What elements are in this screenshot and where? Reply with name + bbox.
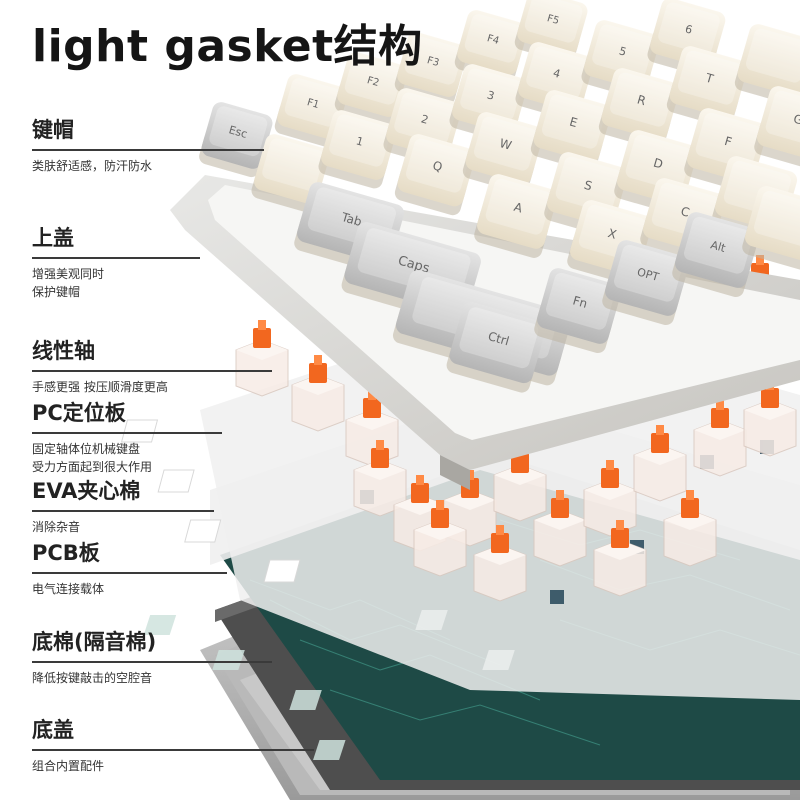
layer-label-top-cover: 上盖 增强美观同时 保护键帽 <box>32 222 332 301</box>
switch <box>353 440 407 517</box>
layer-label-bottom-foam: 底棉(隔音棉) 降低按键敲击的空腔音 <box>32 626 332 687</box>
keycap-legend: Alt <box>709 238 728 255</box>
layer-desc: 固定轴体位机械键盘 <box>32 441 141 456</box>
switch <box>693 400 747 477</box>
leader-line <box>32 510 214 512</box>
keycap-legend: W <box>498 136 513 153</box>
keycap: Alt <box>672 212 760 298</box>
layer-label-eva-foam: EVA夹心棉 消除杂音 <box>32 475 332 536</box>
leader-line <box>32 661 272 663</box>
layer-name: 键帽 <box>32 118 74 142</box>
layer-desc: 手感更强 按压顺滑度更高 <box>32 379 168 394</box>
keycap-legend: C <box>679 204 691 220</box>
keycap-legend: 2 <box>420 112 430 126</box>
layer-desc: 电气连接载体 <box>32 581 105 596</box>
keycap-legend: Ctrl <box>486 329 510 348</box>
keycap-legend: 1 <box>355 134 365 148</box>
keycap-legend: F1 <box>306 97 321 111</box>
switch <box>743 380 797 457</box>
switch <box>593 520 647 597</box>
keycap-legend: F2 <box>366 75 381 89</box>
layer-desc: 类肤舒适感，防汗防水 <box>32 158 153 173</box>
keycap: A <box>474 174 558 258</box>
keycap: F3 <box>394 32 468 105</box>
keycap <box>742 186 800 272</box>
keycap-legend: R <box>636 92 648 108</box>
switch <box>291 355 345 432</box>
keycap-legend: G <box>792 112 800 128</box>
leader-line <box>32 572 227 574</box>
layer-desc: 消除杂音 <box>32 519 81 534</box>
layer-name: 底棉(隔音棉) <box>32 630 157 654</box>
leader-line <box>32 257 200 259</box>
layer-label-keycap: 键帽 类肤舒适感，防汗防水 <box>32 114 332 175</box>
layer-label-pc-plate: PC定位板 固定轴体位机械键盘 受力方面起到很大作用 <box>32 397 332 476</box>
layer-name: PC定位板 <box>32 401 126 425</box>
keycap-legend: X <box>606 226 618 242</box>
leader-line <box>32 149 264 151</box>
keycap: F1 <box>274 74 348 147</box>
keycap-legend: D <box>652 156 665 172</box>
keycap: 3 <box>449 64 528 143</box>
keycap: G <box>754 86 800 170</box>
keycap-legend: Tab <box>339 210 363 229</box>
layer-name: 底盖 <box>32 718 74 742</box>
keycap: Esc <box>199 102 273 178</box>
keycap: 1 <box>318 110 397 189</box>
keycap-legend: E <box>568 115 579 131</box>
keycap: Ctrl <box>446 302 546 393</box>
layer-desc: 降低按键敲击的空腔音 <box>32 670 153 685</box>
keycap: Fn <box>534 268 622 354</box>
keycap-legend: F3 <box>426 55 441 69</box>
layer-desc: 保护键帽 <box>32 284 81 299</box>
switch <box>473 525 527 602</box>
switch <box>235 320 289 397</box>
keycap-legend: F4 <box>486 33 501 47</box>
keycap-legend: 4 <box>552 66 562 80</box>
keycap-legend: F5 <box>546 13 561 27</box>
keycap-legend: S <box>583 178 594 194</box>
leader-line <box>32 370 272 372</box>
layer-desc: 增强美观同时 <box>32 266 105 281</box>
layer-desc: 受力方面起到很大作用 <box>32 459 153 474</box>
layer-label-bottom-case: 底盖 组合内置配件 <box>32 714 332 775</box>
keycap-legend: Q <box>431 158 444 174</box>
switch <box>413 500 467 577</box>
keycap: X <box>567 200 653 285</box>
keycaps: EscF1F2F3F4F5123456TabQWERTCapsASDFGSHIF… <box>199 0 800 393</box>
layer-name: EVA夹心棉 <box>32 479 141 503</box>
leader-line <box>32 749 314 751</box>
keycap: W <box>462 112 544 194</box>
keycap-legend: 3 <box>486 88 496 102</box>
switch <box>633 425 687 502</box>
keycap-legend: 6 <box>684 22 694 36</box>
keycap-legend: Fn <box>571 293 589 310</box>
layer-label-switch: 线性轴 手感更强 按压顺滑度更高 <box>32 335 332 396</box>
keycap-legend: F <box>723 134 734 149</box>
switch <box>443 470 497 547</box>
layer-label-pcb: PCB板 电气连接载体 <box>32 537 332 598</box>
keycap: F2 <box>334 52 408 125</box>
keycap: OPT <box>602 240 690 326</box>
layer-name: 上盖 <box>32 226 74 250</box>
keycap-legend: OPT <box>636 265 661 284</box>
keycap: Q <box>394 134 476 216</box>
keycap-legend: Esc <box>227 123 249 141</box>
layer-name: PCB板 <box>32 541 100 565</box>
switch <box>663 490 717 567</box>
page-title: light gasket结构 <box>32 21 423 72</box>
switch <box>533 490 587 567</box>
layer-desc: 组合内置配件 <box>32 758 105 773</box>
leader-line <box>32 432 222 434</box>
keycap-legend: 5 <box>618 44 628 58</box>
layer-name: 线性轴 <box>32 339 95 363</box>
